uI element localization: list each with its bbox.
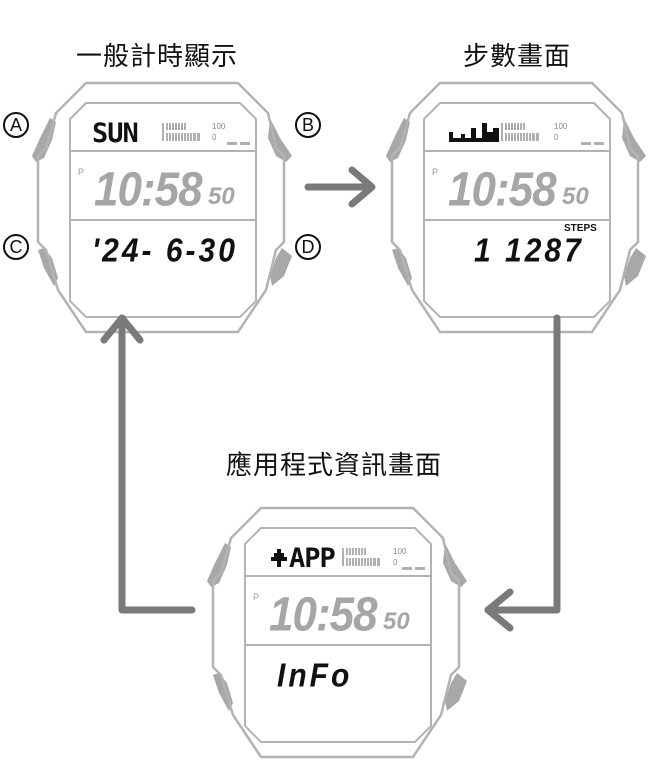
steps-title: 步數畫面 — [463, 42, 572, 72]
info-text: InFo — [277, 657, 353, 695]
button-d — [445, 673, 467, 711]
time-display: 10:58 — [94, 162, 203, 217]
seconds-display: 50 — [562, 183, 589, 210]
step-count: 1 1287 — [474, 232, 584, 270]
button-d — [624, 248, 646, 286]
button-b — [443, 543, 467, 587]
graph-scale-bottom: 0 — [212, 133, 217, 142]
watch-case-outline — [32, 81, 292, 334]
button-b-label: B — [295, 112, 321, 138]
time-display: 10:58 — [269, 587, 378, 642]
steps-label: STEPS — [564, 223, 597, 234]
app-info-title: 應用程式資訊畫面 — [226, 451, 443, 481]
graph-scale-bottom: 0 — [393, 558, 398, 567]
button-b — [268, 118, 292, 162]
watch-timekeeping: SUN 100 0 P 10:58 50 '24- 6-30 — [30, 80, 294, 338]
app-tree-icon — [271, 549, 287, 567]
time-display: 10:58 — [448, 162, 557, 217]
flow-arrows — [100, 166, 561, 632]
app-label: APP — [289, 543, 336, 574]
seconds-display: 50 — [208, 183, 235, 210]
pm-indicator: P — [78, 167, 85, 177]
date-display: '24- 6-30 — [92, 232, 238, 270]
button-b — [622, 118, 646, 162]
graph-scale-top: 100 — [393, 547, 407, 556]
watch-steps: 100 0 P 10:58 50 STEPS 1 1287 — [384, 80, 648, 338]
button-a-label: A — [3, 112, 29, 138]
graph-scale-bottom: 0 — [554, 133, 559, 142]
button-c-label: C — [3, 234, 29, 260]
graph-scale-top: 100 — [554, 122, 568, 131]
button-a — [386, 118, 410, 162]
seconds-display: 50 — [383, 608, 410, 635]
pm-indicator: P — [432, 167, 439, 177]
day-of-week: SUN — [92, 118, 139, 149]
arrow-left-up-icon — [100, 314, 196, 614]
button-d — [270, 248, 292, 286]
graph-scale-top: 100 — [212, 122, 226, 131]
watch-case-outline — [386, 81, 646, 334]
step-histogram-icon — [449, 123, 499, 142]
arrow-right-icon — [304, 166, 376, 208]
button-a — [32, 118, 56, 162]
timekeeping-title: 一般計時顯示 — [76, 42, 239, 72]
button-a — [207, 543, 231, 587]
pm-indicator: P — [253, 592, 260, 602]
button-d-label: D — [295, 234, 321, 260]
arrow-down-left-icon — [484, 314, 561, 632]
